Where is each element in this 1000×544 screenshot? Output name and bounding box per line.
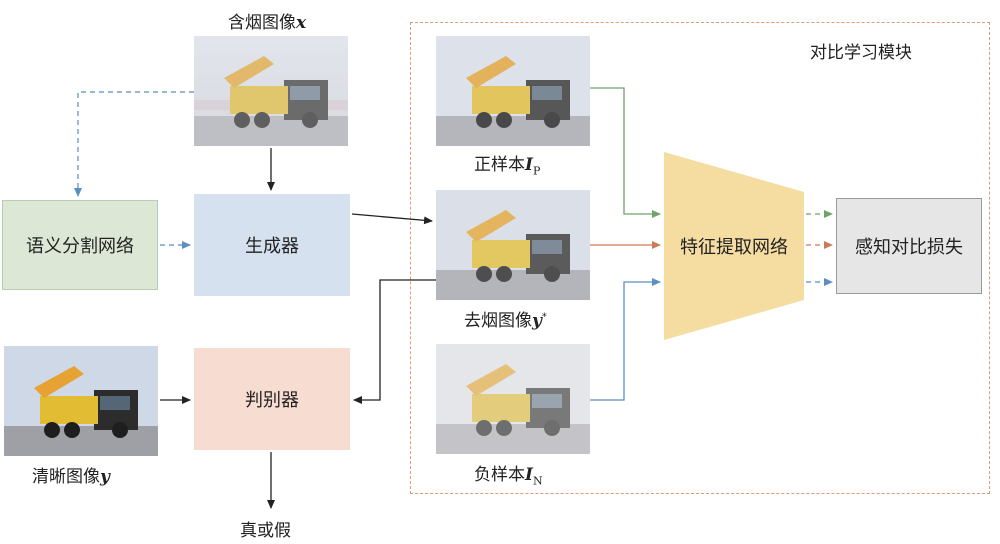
- smoky-input-var: x: [296, 13, 307, 33]
- negative-sample-image: [436, 344, 590, 454]
- positive-sample-sub: P: [532, 164, 541, 178]
- discriminator-block: 判别器: [194, 348, 350, 450]
- dehazed-image: [436, 190, 590, 300]
- generator-block: 生成器: [194, 194, 350, 296]
- dehazed-var: y: [532, 311, 542, 331]
- module-title: 对比学习模块: [810, 43, 912, 63]
- clear-input-image: [4, 346, 158, 456]
- dehazed-sup: *: [541, 311, 547, 323]
- smoky-input-caption: 含烟图像x: [228, 8, 306, 33]
- positive-sample-var: I: [525, 155, 533, 175]
- smoky-input-image: [194, 36, 348, 146]
- negative-sample-var: I: [525, 465, 533, 485]
- semantic-segmentation-network: 语义分割网络: [2, 200, 158, 290]
- positive-sample-image: [436, 36, 590, 146]
- contrastive-module-frame: [410, 22, 990, 494]
- perceptual-contrastive-loss: 感知对比损失: [836, 198, 982, 294]
- clear-input-label: 清晰图像: [32, 467, 100, 487]
- dehazed-caption: 去烟图像y*: [464, 306, 547, 331]
- negative-sample-caption: 负样本IN: [474, 460, 543, 487]
- feature-extractor-shape: [664, 152, 804, 340]
- clear-input-caption: 清晰图像y: [32, 462, 110, 487]
- negative-sample-label: 负样本: [474, 465, 525, 485]
- clear-input-var: y: [100, 467, 110, 487]
- positive-sample-caption: 正样本IP: [474, 150, 540, 177]
- positive-sample-label: 正样本: [474, 155, 525, 175]
- feature-extraction-network: 特征提取网络: [680, 237, 788, 258]
- dehazed-label: 去烟图像: [464, 311, 532, 331]
- smoky-input-label: 含烟图像: [228, 13, 296, 33]
- negative-sample-sub: N: [532, 474, 543, 488]
- output-label: 真或假: [240, 521, 291, 541]
